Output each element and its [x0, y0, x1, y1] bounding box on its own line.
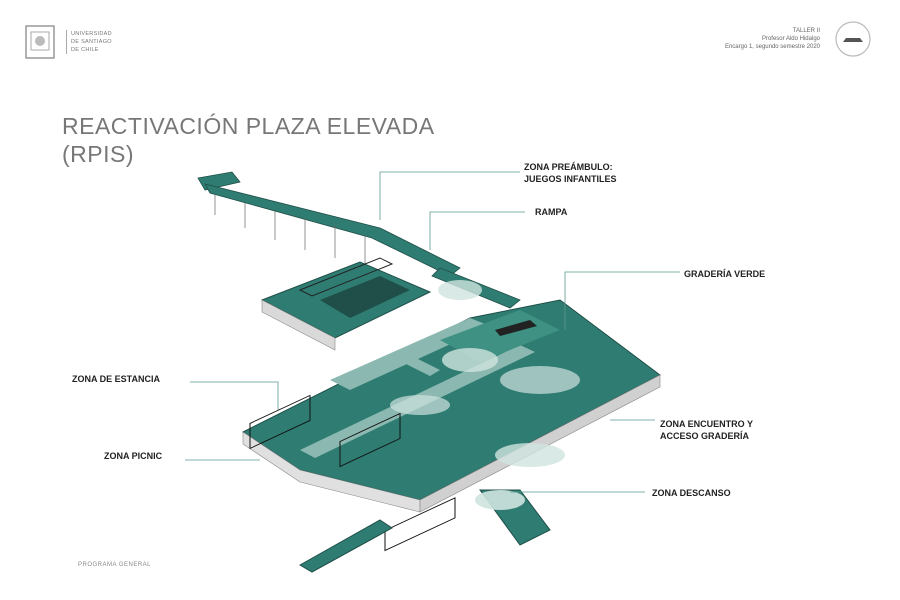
title-subtitle: (RPIS): [62, 141, 134, 167]
university-logo: [25, 25, 55, 59]
university-line: UNIVERSIDAD: [71, 31, 112, 37]
label-line: ZONA PREÁMBULO:: [524, 162, 613, 172]
lower-ramp: [298, 489, 551, 573]
course-name: TALLER II: [792, 28, 820, 34]
walkway-columns: [214, 195, 366, 268]
label-line: JUEGOS INFANTILES: [524, 174, 617, 184]
professor-name: Profesor Aldo Hidalgo: [761, 36, 820, 42]
label-zona-encuentro: ZONA ENCUENTRO Y ACCESO GRADERÍA: [660, 418, 753, 442]
main-platform: [242, 280, 661, 513]
label-zona-preambulo: ZONA PREÁMBULO: JUEGOS INFANTILES: [524, 161, 617, 185]
label-line: ZONA ENCUENTRO Y: [660, 419, 754, 429]
studio-seal-icon: [835, 21, 871, 57]
footer-program: PROGRAMA GENERAL: [78, 562, 152, 568]
label-zona-descanso: ZONA DESCANSO: [652, 488, 731, 498]
university-line: DE SANTIAGO: [71, 39, 112, 45]
course-info: TALLER II Profesor Aldo Hidalgo Encargo …: [725, 27, 820, 51]
university-line: DE CHILE: [71, 47, 99, 53]
label-graderia-verde: GRADERÍA VERDE: [684, 269, 766, 279]
title-line: REACTIVACIÓN PLAZA ELEVADA: [62, 113, 435, 139]
label-zona-picnic: ZONA PICNIC: [104, 451, 163, 461]
leader-lines: [185, 171, 680, 493]
label-line: ACCESO GRADERÍA: [660, 431, 750, 441]
university-name: UNIVERSIDAD DE SANTIAGO DE CHILE: [66, 30, 112, 54]
label-zona-estancia: ZONA DE ESTANCIA: [72, 374, 161, 384]
label-rampa: RAMPA: [535, 207, 568, 217]
kids-zone-block: [260, 257, 432, 351]
page-title: REACTIVACIÓN PLAZA ELEVADA (RPIS): [62, 112, 435, 168]
assignment-name: Encargo 1, segundo semestre 2020: [724, 44, 820, 50]
picnic-furniture: [249, 394, 456, 552]
